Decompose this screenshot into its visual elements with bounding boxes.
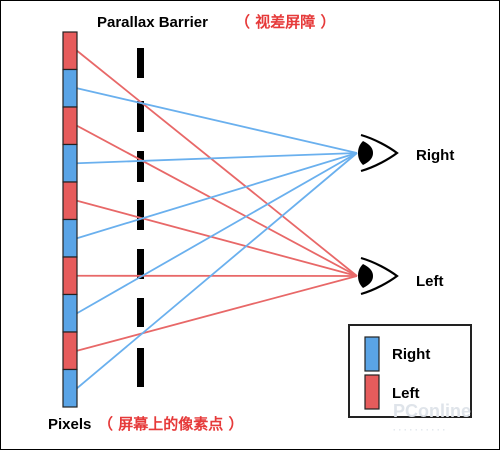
ray-to-right-eye [76, 87, 358, 154]
ray-to-right-eye [76, 152, 358, 165]
left-eye-icon [358, 256, 399, 296]
light-rays [76, 50, 358, 389]
pixel-right [62, 293, 78, 333]
barrier-segment [137, 348, 144, 387]
barrier-segment [137, 249, 144, 279]
pixel-right [62, 68, 78, 108]
barrier-segment [137, 101, 144, 132]
pixel-right [62, 368, 78, 408]
pixel-column [62, 31, 78, 408]
legend-swatch-left [364, 374, 380, 410]
watermark-subtext: · · · · · · · · · · [393, 425, 445, 435]
ray-to-right-eye [76, 152, 358, 389]
right-eye-label: Right [416, 147, 454, 164]
ray-to-left-eye [76, 275, 358, 352]
left-eye-label: Left [416, 273, 444, 290]
barrier-segment [137, 200, 144, 230]
parallax-barrier [137, 48, 144, 387]
pixel-left [62, 256, 78, 296]
watermark-logo: PConline [393, 401, 471, 421]
ray-to-left-eye [76, 50, 358, 277]
pixel-left [62, 106, 78, 146]
barrier-segment [137, 48, 144, 78]
legend: Right Left [348, 324, 472, 418]
right-eye-icon [358, 133, 399, 173]
pixel-right [62, 218, 78, 258]
barrier-segment [137, 298, 144, 327]
pixel-left [62, 31, 78, 71]
legend-label-right: Right [392, 346, 430, 363]
legend-swatch-right [364, 336, 380, 372]
ray-to-left-eye [76, 199, 358, 277]
ray-to-right-eye [76, 152, 358, 240]
title-en: Parallax Barrier [97, 14, 208, 31]
ray-to-left-eye [76, 124, 358, 277]
ray-to-right-eye [76, 152, 358, 315]
barrier-segment [137, 151, 144, 182]
title-cn: （ 视差屏障 ） [235, 13, 335, 31]
pixel-right [62, 143, 78, 183]
pixels-label-cn: （ 屏幕上的像素点 ） [98, 415, 243, 433]
legend-label-left: Left [392, 385, 420, 402]
pixels-label-en: Pixels [48, 416, 91, 433]
pixel-left [62, 181, 78, 221]
pixel-left [62, 331, 78, 371]
